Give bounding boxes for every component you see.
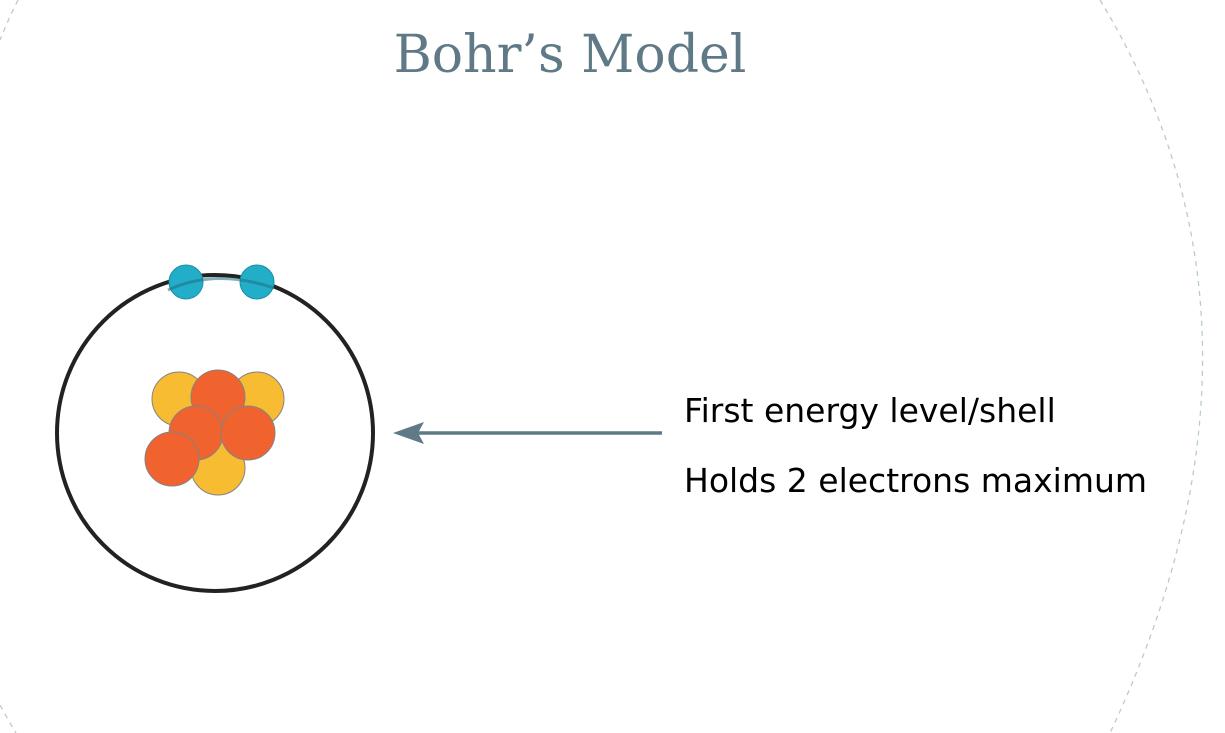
caption-max-electrons: Holds 2 electrons maximum: [684, 461, 1148, 500]
caption-energy-level: First energy level/shell: [684, 391, 1056, 430]
pointer-arrow: [393, 422, 662, 444]
proton: [144, 431, 200, 487]
slide-title: Bohr’s Model: [393, 25, 747, 85]
arrow-head-icon: [393, 422, 424, 444]
proton: [220, 405, 276, 461]
decor-arc-right: [1099, 0, 1204, 733]
decor-arc-left-top: [0, 0, 19, 41]
orbit-overlap: [167, 276, 275, 292]
energy-shell-orbit: [55, 273, 375, 593]
decor-arc-left-bottom: [0, 704, 17, 733]
nucleus: [144, 369, 285, 496]
